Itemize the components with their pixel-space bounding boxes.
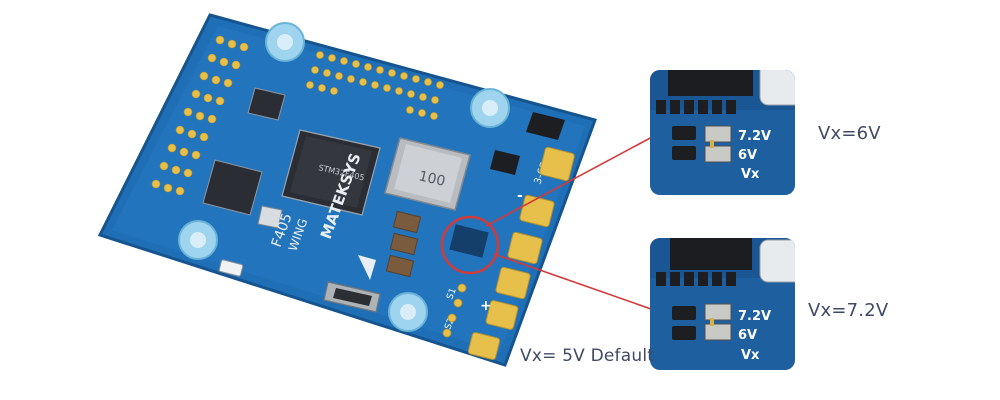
capacitors bbox=[385, 210, 422, 278]
pad-label-6v-top: 6V bbox=[738, 148, 757, 163]
standoff-bottom-left bbox=[178, 220, 218, 260]
mateksys-logo bbox=[358, 255, 376, 280]
inductor-text: 100 bbox=[417, 168, 447, 190]
vx-jumper-area bbox=[440, 215, 500, 275]
vx-7v2-caption: Vx=7.2V bbox=[808, 300, 889, 321]
default-voltage-caption: Vx= 5V Default bbox=[520, 346, 655, 366]
boot-button bbox=[218, 259, 244, 277]
pad-label-6v-bottom: 6V bbox=[738, 328, 757, 343]
pad-label-vx-bottom: Vx bbox=[741, 348, 760, 363]
solder-pads-left bbox=[151, 35, 249, 196]
pad-plus-label: + bbox=[480, 298, 492, 314]
pad-s1-label: S1 bbox=[445, 287, 458, 301]
standoff-top-left bbox=[265, 22, 305, 62]
pad-label-7v2-top: 7.2V bbox=[738, 129, 771, 144]
zoom-panel-6v: 7.2V 6V Vx bbox=[650, 70, 795, 195]
vx-6v-caption: Vx=6V bbox=[818, 123, 881, 144]
standoff-bottom-right bbox=[388, 292, 428, 332]
callout-lines bbox=[485, 135, 655, 311]
small-ic-right bbox=[490, 112, 565, 175]
usb-port bbox=[323, 281, 381, 313]
power-inductor: 100 bbox=[384, 137, 471, 211]
mcu-chip: STM32F405 bbox=[281, 129, 381, 216]
solder-pads-top bbox=[306, 51, 444, 120]
signal-pads-bottom bbox=[442, 283, 467, 338]
standoff-top-right bbox=[470, 88, 510, 128]
zoom-panel-7v2: 7.2V 6V Vx bbox=[650, 238, 795, 370]
gyro-chip bbox=[257, 205, 283, 229]
sensor-chip-left bbox=[202, 159, 263, 216]
power-pads bbox=[467, 146, 575, 360]
mounting-standoffs bbox=[178, 22, 510, 332]
pad-label-vx-top: Vx bbox=[741, 167, 760, 182]
sensor-chip-top bbox=[247, 87, 286, 121]
pad-minus-label: - bbox=[517, 188, 523, 204]
pad-label-7v2-bottom: 7.2V bbox=[738, 309, 771, 324]
